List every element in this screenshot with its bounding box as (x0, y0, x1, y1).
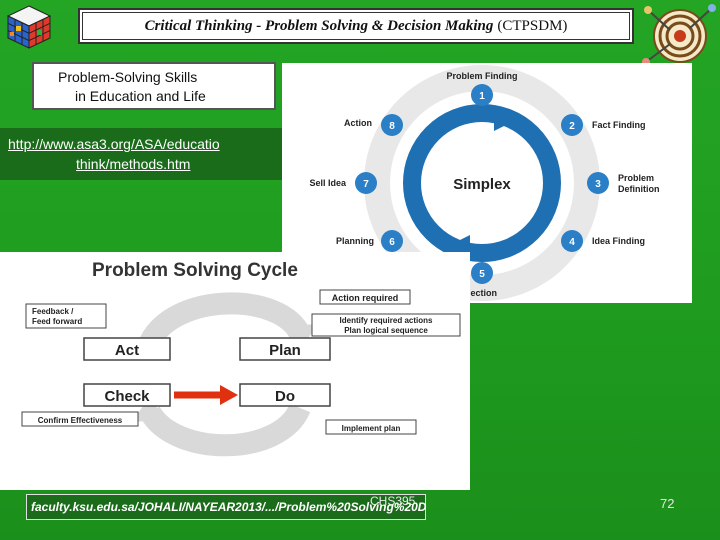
confirm-box (21, 411, 139, 427)
problem-solving-cycle-diagram: Problem Solving Cycle Action required Id… (0, 252, 470, 490)
act-box (83, 337, 171, 361)
footer-source: faculty.ksu.edu.sa/JOHALI/NAYEAR2013/...… (26, 494, 426, 520)
do-label: Do (275, 388, 295, 405)
step-4-badge (561, 230, 583, 252)
step-7-number: 7 (363, 179, 369, 190)
simplex-arrow-top (494, 107, 518, 131)
step-1-label: Problem Finding (447, 71, 518, 81)
feedback-line-2: Feed forward (32, 317, 82, 326)
skills-line-1: Problem-Solving Skills (58, 69, 198, 85)
reference-link-line-2[interactable]: think/methods.htm (76, 156, 191, 172)
step-8-number: 8 (389, 121, 395, 132)
slide-title: Critical Thinking - Problem Solving & De… (78, 8, 634, 44)
check-label: Check (104, 388, 150, 405)
step-3-number: 3 (595, 179, 601, 190)
step-6-number: 6 (389, 237, 395, 248)
step-8-badge (381, 114, 403, 136)
step-7-badge (355, 172, 377, 194)
step-6-label: Planning (336, 236, 374, 246)
slide-title-abbreviation: (CTPSDM) (497, 17, 568, 34)
action-required-label: Action required (332, 293, 399, 303)
step-5-label: lection (468, 288, 497, 298)
footer-course-code: CHS395 (370, 494, 416, 508)
feedback-box (25, 303, 107, 329)
cycle-top-arrowhead (286, 324, 318, 350)
identify-actions-box (311, 313, 461, 337)
cycle-title: Problem Solving Cycle (92, 260, 298, 281)
cycle-top-arc (140, 292, 310, 348)
step-2-label: Fact Finding (592, 120, 646, 130)
confirm-label: Confirm Effectiveness (38, 416, 123, 425)
plan-label: Plan (269, 342, 301, 359)
step-1-badge (471, 84, 493, 106)
plan-box (239, 337, 331, 361)
act-label: Act (115, 342, 139, 359)
step-3-label-line-2: Definition (618, 184, 660, 194)
dartboard-icon (642, 4, 716, 66)
implement-box (325, 419, 417, 435)
cycle-diagram-svg: Problem Solving Cycle Action required Id… (21, 260, 461, 457)
step-6-badge (381, 230, 403, 252)
reference-link[interactable]: http://www.asa3.org/ASA/educatio think/m… (0, 128, 300, 180)
check-box (83, 383, 171, 407)
reference-link-line-1[interactable]: http://www.asa3.org/ASA/educatio (8, 136, 220, 152)
step-5-number: 5 (479, 269, 485, 280)
step-3-label-line-1: Problem (618, 173, 654, 183)
step-2-badge (561, 114, 583, 136)
cycle-bottom-arc (140, 402, 311, 457)
step-5-badge (471, 262, 493, 284)
step-1-number: 1 (479, 91, 485, 102)
cycle-bottom-arrowhead (132, 396, 164, 422)
implement-label: Implement plan (342, 424, 401, 433)
step-4-label: Idea Finding (592, 236, 645, 246)
simplex-ring (403, 104, 561, 262)
step-8-label: Action (344, 118, 372, 128)
step-4-number: 4 (569, 237, 575, 248)
simplex-center-label: Simplex (453, 176, 511, 193)
identify-actions-line-2: Plan logical sequence (344, 326, 428, 335)
do-box (239, 383, 331, 407)
step-2-number: 2 (569, 121, 575, 132)
feedback-line-1: Feedback / (32, 307, 74, 316)
step-7-label: Sell Idea (309, 178, 347, 188)
step-3-badge (587, 172, 609, 194)
rubiks-cube-icon (6, 5, 52, 49)
skills-textbox: Problem-Solving Skills in Education and … (32, 62, 276, 110)
identify-actions-line-1: Identify required actions (340, 316, 433, 325)
check-do-arrowhead (220, 385, 238, 405)
action-required-box (319, 289, 411, 305)
page-number: 72 (660, 496, 675, 511)
slide-title-text: Critical Thinking - Problem Solving & De… (144, 17, 494, 34)
skills-line-2: in Education and Life (75, 88, 206, 104)
